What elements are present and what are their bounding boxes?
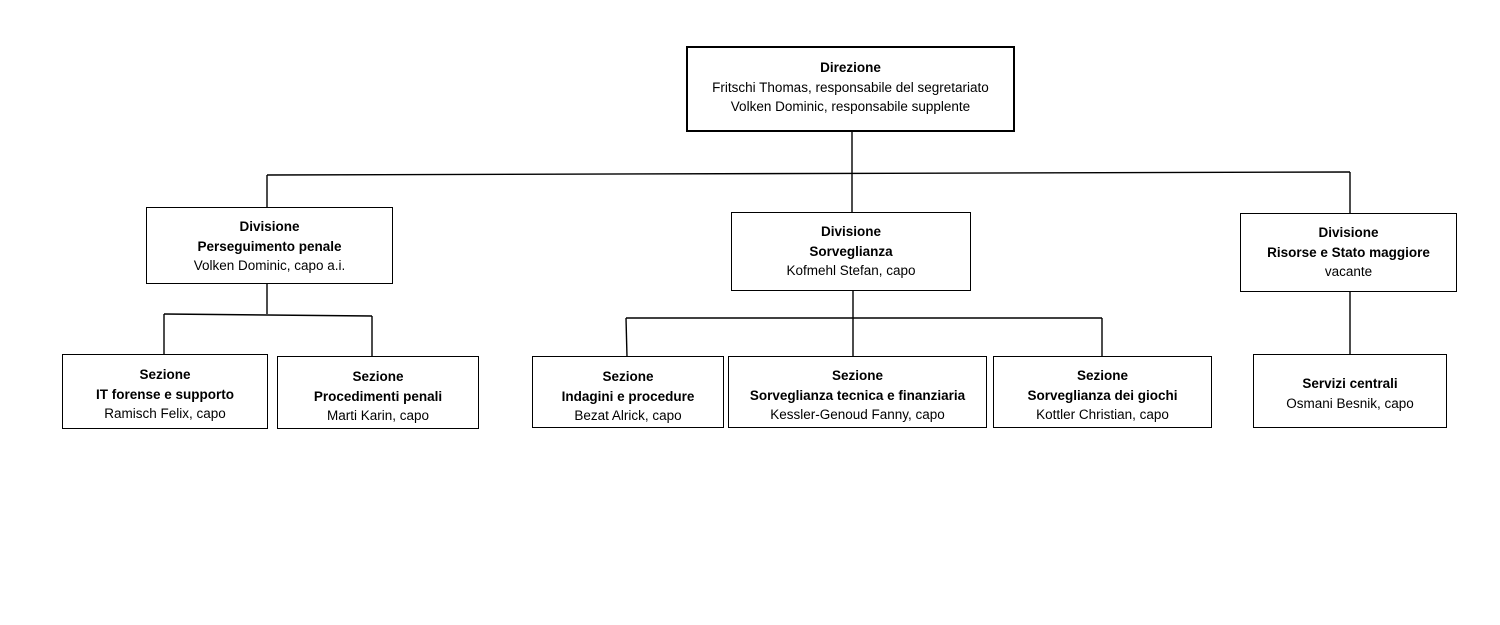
division-label: Divisione — [820, 224, 882, 239]
section-label: Sezione — [352, 369, 404, 384]
connector-perseguimento-bus — [163, 313, 373, 317]
division-head: Volken Dominic, capo a.i. — [193, 258, 346, 273]
division-risorse-box: Divisione Risorse e Stato maggiore vacan… — [1240, 213, 1457, 292]
section-servizi-centrali-box: Servizi centrali Osmani Besnik, capo — [1253, 354, 1447, 428]
division-label: Divisione — [1318, 225, 1379, 240]
section-head: Kottler Christian, capo — [1036, 407, 1169, 422]
division-label: Divisione — [239, 219, 300, 234]
section-name: IT forense e supporto — [95, 386, 234, 402]
section-name: Procedimenti penali — [313, 388, 443, 404]
section-head: Marti Karin, capo — [326, 408, 430, 423]
direzione-title: Direzione — [820, 60, 881, 75]
section-procedimenti-penali-box: Sezione Procedimenti penali Marti Karin,… — [277, 356, 479, 429]
section-name: Sorveglianza tecnica e finanziaria — [749, 387, 966, 403]
section-head: Bezat Alrick, capo — [574, 408, 682, 423]
division-name: Sorveglianza — [809, 243, 893, 259]
section-label: Sezione — [831, 368, 883, 383]
division-head: Kofmehl Stefan, capo — [786, 263, 916, 278]
section-head: Ramisch Felix, capo — [104, 406, 226, 421]
section-head: Kessler-Genoud Fanny, capo — [770, 407, 945, 422]
direzione-box: Direzione Fritschi Thomas, responsabile … — [686, 46, 1015, 132]
section-it-forense-box: Sezione IT forense e supporto Ramisch Fe… — [62, 354, 268, 429]
section-label: Sezione — [139, 367, 191, 382]
connector-to-sez-indagini — [625, 317, 628, 358]
section-name: Servizi centrali — [1302, 376, 1398, 391]
division-sorveglianza-box: Divisione Sorveglianza Kofmehl Stefan, c… — [731, 212, 971, 291]
division-perseguimento-penale-box: Divisione Perseguimento penale Volken Do… — [146, 207, 393, 284]
section-indagini-box: Sezione Indagini e procedure Bezat Alric… — [532, 356, 724, 428]
direzione-supplente: Volken Dominic, responsabile supplente — [730, 99, 971, 114]
section-label: Sezione — [602, 369, 654, 384]
section-sorveglianza-giochi-box: Sezione Sorveglianza dei giochi Kottler … — [993, 356, 1212, 428]
direzione-responsabile: Fritschi Thomas, responsabile del segret… — [712, 79, 989, 95]
section-label: Sezione — [1076, 368, 1128, 383]
connector-division-bus — [266, 171, 1351, 176]
division-name: Risorse e Stato maggiore — [1267, 244, 1430, 260]
section-head: Osmani Besnik, capo — [1286, 395, 1414, 411]
section-name: Sorveglianza dei giochi — [1027, 387, 1178, 403]
division-name: Perseguimento penale — [197, 238, 342, 254]
division-head: vacante — [1324, 264, 1373, 279]
section-sorveglianza-tecnica-box: Sezione Sorveglianza tecnica e finanziar… — [728, 356, 987, 428]
section-name: Indagini e procedure — [561, 388, 695, 404]
